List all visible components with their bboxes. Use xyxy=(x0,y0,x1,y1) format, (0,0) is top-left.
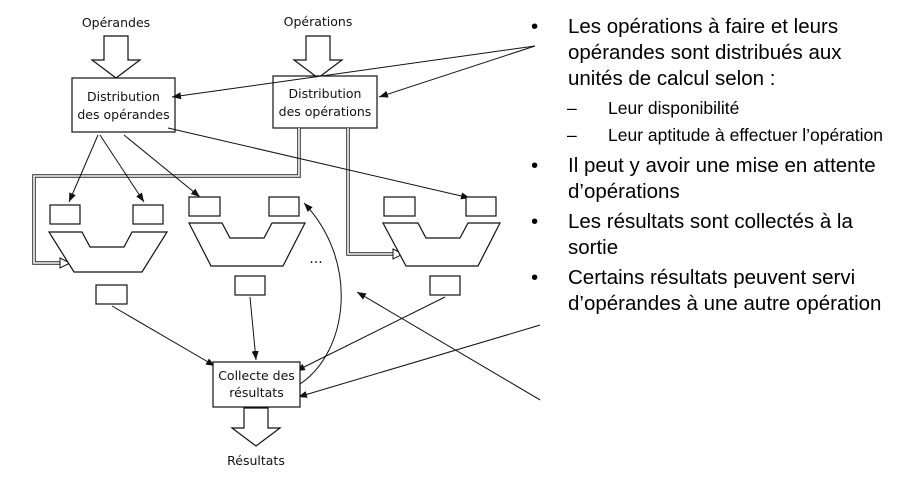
bullet-text: Les opérations à faire et leurs opérande… xyxy=(568,15,842,90)
results-output-arrow xyxy=(230,407,282,447)
collect-results-box xyxy=(212,361,301,408)
dataflow-diagram: Opérandes Opérations Distribution des op… xyxy=(32,14,540,468)
bullet-reuse: • Certains résultats peuvent servi d’opé… xyxy=(527,265,897,317)
distribution-operands-label-line1: Distribution xyxy=(87,89,160,104)
unit2-operand-b xyxy=(268,196,300,217)
unit3-operand-b xyxy=(465,196,497,217)
distribution-operations-box xyxy=(272,75,378,129)
bullet-text: Il peut y avoir une mise en attente d’op… xyxy=(568,154,876,203)
bullet-list: • Les opérations à faire et leurs opéran… xyxy=(527,14,897,321)
collect-label-line2: résultats xyxy=(229,385,283,400)
sub-bullet-aptitude: – Leur aptitude à effectuer l’opération xyxy=(527,123,897,147)
sub-bullet-text: Leur aptitude à effectuer l’opération xyxy=(608,125,884,145)
bullet-marker: • xyxy=(531,266,539,289)
sub-bullet-marker: – xyxy=(567,125,577,145)
distribution-operations-label-line2: des opérations xyxy=(279,104,372,119)
collect-label-line1: Collecte des xyxy=(218,368,295,383)
bullet-collection: • Les résultats sont collectés à la sort… xyxy=(527,209,897,261)
bullet-text: Les résultats sont collectés à la sortie xyxy=(568,210,853,259)
operations-input-arrow xyxy=(292,35,344,79)
bullet-marker: • xyxy=(531,15,539,38)
unit2-alu xyxy=(188,222,306,267)
operands-label: Opérandes xyxy=(82,15,150,30)
unit3-alu xyxy=(381,222,501,267)
unit3-result xyxy=(429,275,461,296)
bullet-text: Certains résultats peuvent servi d’opéra… xyxy=(568,266,882,315)
more-units-ellipsis: ... xyxy=(309,251,322,267)
unit1-result xyxy=(95,284,128,305)
distribution-operands-box xyxy=(71,77,176,133)
bullet-waiting: • Il peut y avoir une mise en attente d’… xyxy=(527,153,897,205)
unit2-operand-a xyxy=(188,196,221,217)
unit1-alu xyxy=(47,231,169,273)
bullet-marker: • xyxy=(531,210,539,233)
distribution-operands-label-line2: des opérandes xyxy=(77,107,169,122)
unit1-operand-b xyxy=(132,204,164,225)
unit1-operand-a xyxy=(49,204,81,225)
results-label: Résultats xyxy=(227,453,285,468)
sub-bullet-list: – Leur disponibilité – Leur aptitude à e… xyxy=(527,96,897,147)
sub-bullet-text: Leur disponibilité xyxy=(608,98,740,118)
operations-label: Opérations xyxy=(284,14,353,29)
operands-input-arrow xyxy=(90,35,142,79)
sub-bullet-marker: – xyxy=(567,98,577,118)
bullet-distribution: • Les opérations à faire et leurs opéran… xyxy=(527,14,897,92)
unit3-operand-a xyxy=(383,196,416,217)
distribution-operations-label-line1: Distribution xyxy=(289,86,362,101)
feedback-arrow xyxy=(299,202,342,385)
operation-bus-right xyxy=(346,128,395,256)
unit2-result xyxy=(234,275,266,296)
sub-bullet-availability: – Leur disponibilité xyxy=(527,96,897,120)
bullet-marker: • xyxy=(531,154,539,177)
